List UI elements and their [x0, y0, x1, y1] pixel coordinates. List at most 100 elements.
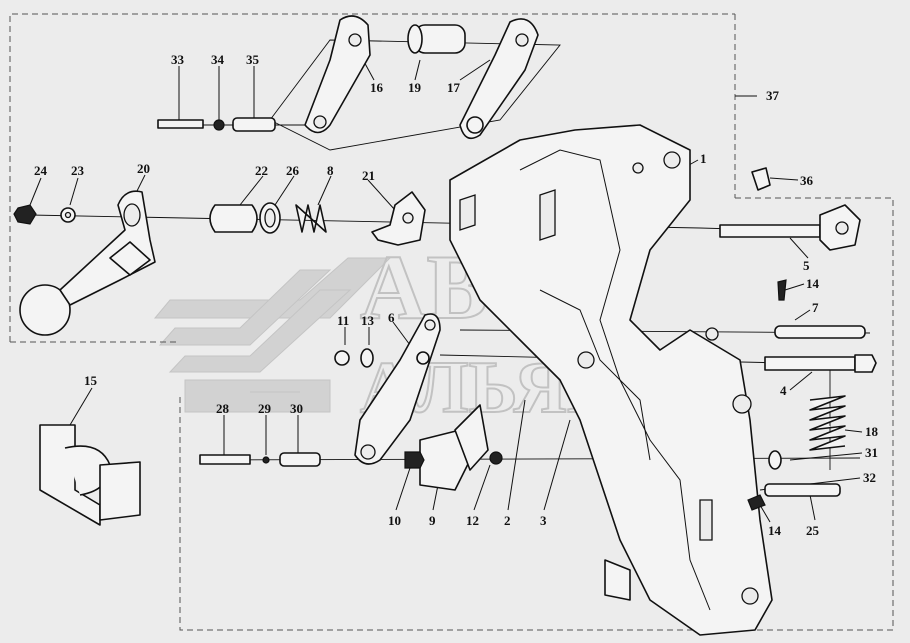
bracket-15-group — [39, 424, 141, 526]
washer-29 — [262, 456, 270, 464]
main-frame-1 — [449, 124, 773, 636]
callout-5: 5 — [803, 258, 810, 273]
washer-34 — [213, 119, 225, 131]
callout-33: 33 — [171, 52, 185, 67]
frame-hole-3 — [705, 327, 719, 341]
leader-18 — [844, 429, 863, 433]
callout-12: 12 — [466, 513, 479, 528]
spring-8 — [295, 204, 327, 233]
bracket-9 — [419, 429, 471, 491]
upper-left-boundary — [9, 13, 735, 342]
callout-22: 22 — [255, 163, 268, 178]
callout-21: 21 — [362, 168, 375, 183]
bracket-9-flange — [454, 404, 489, 471]
nut-24 — [13, 204, 37, 225]
leader-26 — [274, 175, 295, 206]
callout-4: 4 — [780, 383, 787, 398]
lever-21 — [371, 191, 426, 246]
frame-slot-3 — [699, 499, 713, 541]
callout-14-upper: 14 — [806, 276, 820, 291]
upper-pin-set — [157, 117, 276, 132]
callout-25: 25 — [806, 523, 820, 538]
leader-21 — [367, 179, 396, 211]
bracket-15-foot — [99, 461, 141, 521]
leader-15 — [69, 387, 93, 426]
callout-16: 16 — [370, 80, 384, 95]
callout-28: 28 — [216, 401, 230, 416]
callout-29: 29 — [258, 401, 272, 416]
leader-7 — [794, 309, 811, 321]
leader-22 — [239, 175, 264, 206]
leader-23 — [69, 177, 79, 206]
frame-inner-edge-2 — [539, 289, 651, 461]
callout-6: 6 — [388, 310, 395, 325]
frame-hole-4 — [732, 394, 752, 414]
leader-14b — [759, 504, 771, 523]
callout-15: 15 — [84, 373, 98, 388]
callout-18: 18 — [865, 424, 879, 439]
callout-17: 17 — [447, 80, 461, 95]
lower-pin-set — [199, 451, 503, 469]
callout-36: 36 — [800, 173, 814, 188]
watermark-logo-wing-low — [168, 289, 352, 373]
callout-24: 24 — [34, 163, 48, 178]
callout-9: 9 — [429, 513, 436, 528]
sleeve-30 — [279, 452, 321, 467]
nut-12 — [489, 451, 503, 465]
lever-6 — [354, 313, 441, 465]
frame-slot-2 — [459, 194, 476, 231]
callout-37: 37 — [766, 88, 780, 103]
right-hardware — [719, 167, 877, 511]
callout-1: 1 — [700, 151, 707, 166]
upper-shaft-axis — [29, 214, 841, 233]
cotter-pin-14-upper — [777, 279, 787, 301]
callout-11: 11 — [337, 313, 349, 328]
pin-33 — [157, 119, 204, 129]
bushing-22 — [209, 204, 258, 233]
nut-11 — [334, 350, 350, 366]
callout-23: 23 — [71, 163, 85, 178]
bolt-4-head — [854, 354, 877, 373]
group-boundaries — [9, 13, 894, 631]
pin-28 — [199, 454, 251, 465]
pedal-pad — [19, 284, 71, 336]
leader-19 — [414, 59, 421, 81]
frame-slot-1 — [539, 189, 556, 241]
lever-6-hole-top — [424, 319, 436, 331]
callout-labels: 1 2 3 4 5 6 7 8 9 10 11 12 13 14 14 15 1… — [34, 52, 879, 538]
callout-7: 7 — [812, 300, 819, 315]
leader-6 — [392, 321, 411, 346]
leader-24 — [29, 177, 42, 206]
callout-26: 26 — [286, 163, 300, 178]
leader-5 — [789, 237, 809, 259]
leader-25 — [809, 494, 816, 521]
pedal-shaft-assembly — [13, 190, 426, 336]
pin-32 — [764, 483, 841, 497]
leader-17 — [459, 59, 491, 81]
link-16-hole-bottom — [313, 115, 327, 129]
washer-23-hole — [64, 211, 72, 219]
upper-link-assembly — [304, 15, 539, 140]
callout-20: 20 — [137, 161, 150, 176]
link-17 — [459, 18, 539, 140]
main-frame-plate — [449, 124, 773, 636]
washer-31 — [768, 450, 782, 470]
leader-12 — [473, 464, 491, 511]
pedal-arm-20 — [59, 190, 156, 306]
pedal-arm-hole — [123, 203, 141, 227]
callout-13: 13 — [361, 313, 375, 328]
leader-31 — [789, 452, 863, 461]
bolt-5-head-hole — [835, 221, 849, 235]
pin-7 — [774, 325, 866, 339]
frame-hole-6 — [741, 587, 759, 605]
callout-30: 30 — [290, 401, 303, 416]
frame-foot — [604, 559, 631, 601]
leader-8 — [317, 175, 332, 206]
callout-10: 10 — [388, 513, 401, 528]
cotter-pin-14-lower — [747, 494, 766, 511]
leader-10 — [395, 467, 411, 511]
lever-pivot — [416, 351, 430, 365]
leader-14a — [784, 283, 805, 291]
link-17-hole-top — [515, 33, 529, 47]
